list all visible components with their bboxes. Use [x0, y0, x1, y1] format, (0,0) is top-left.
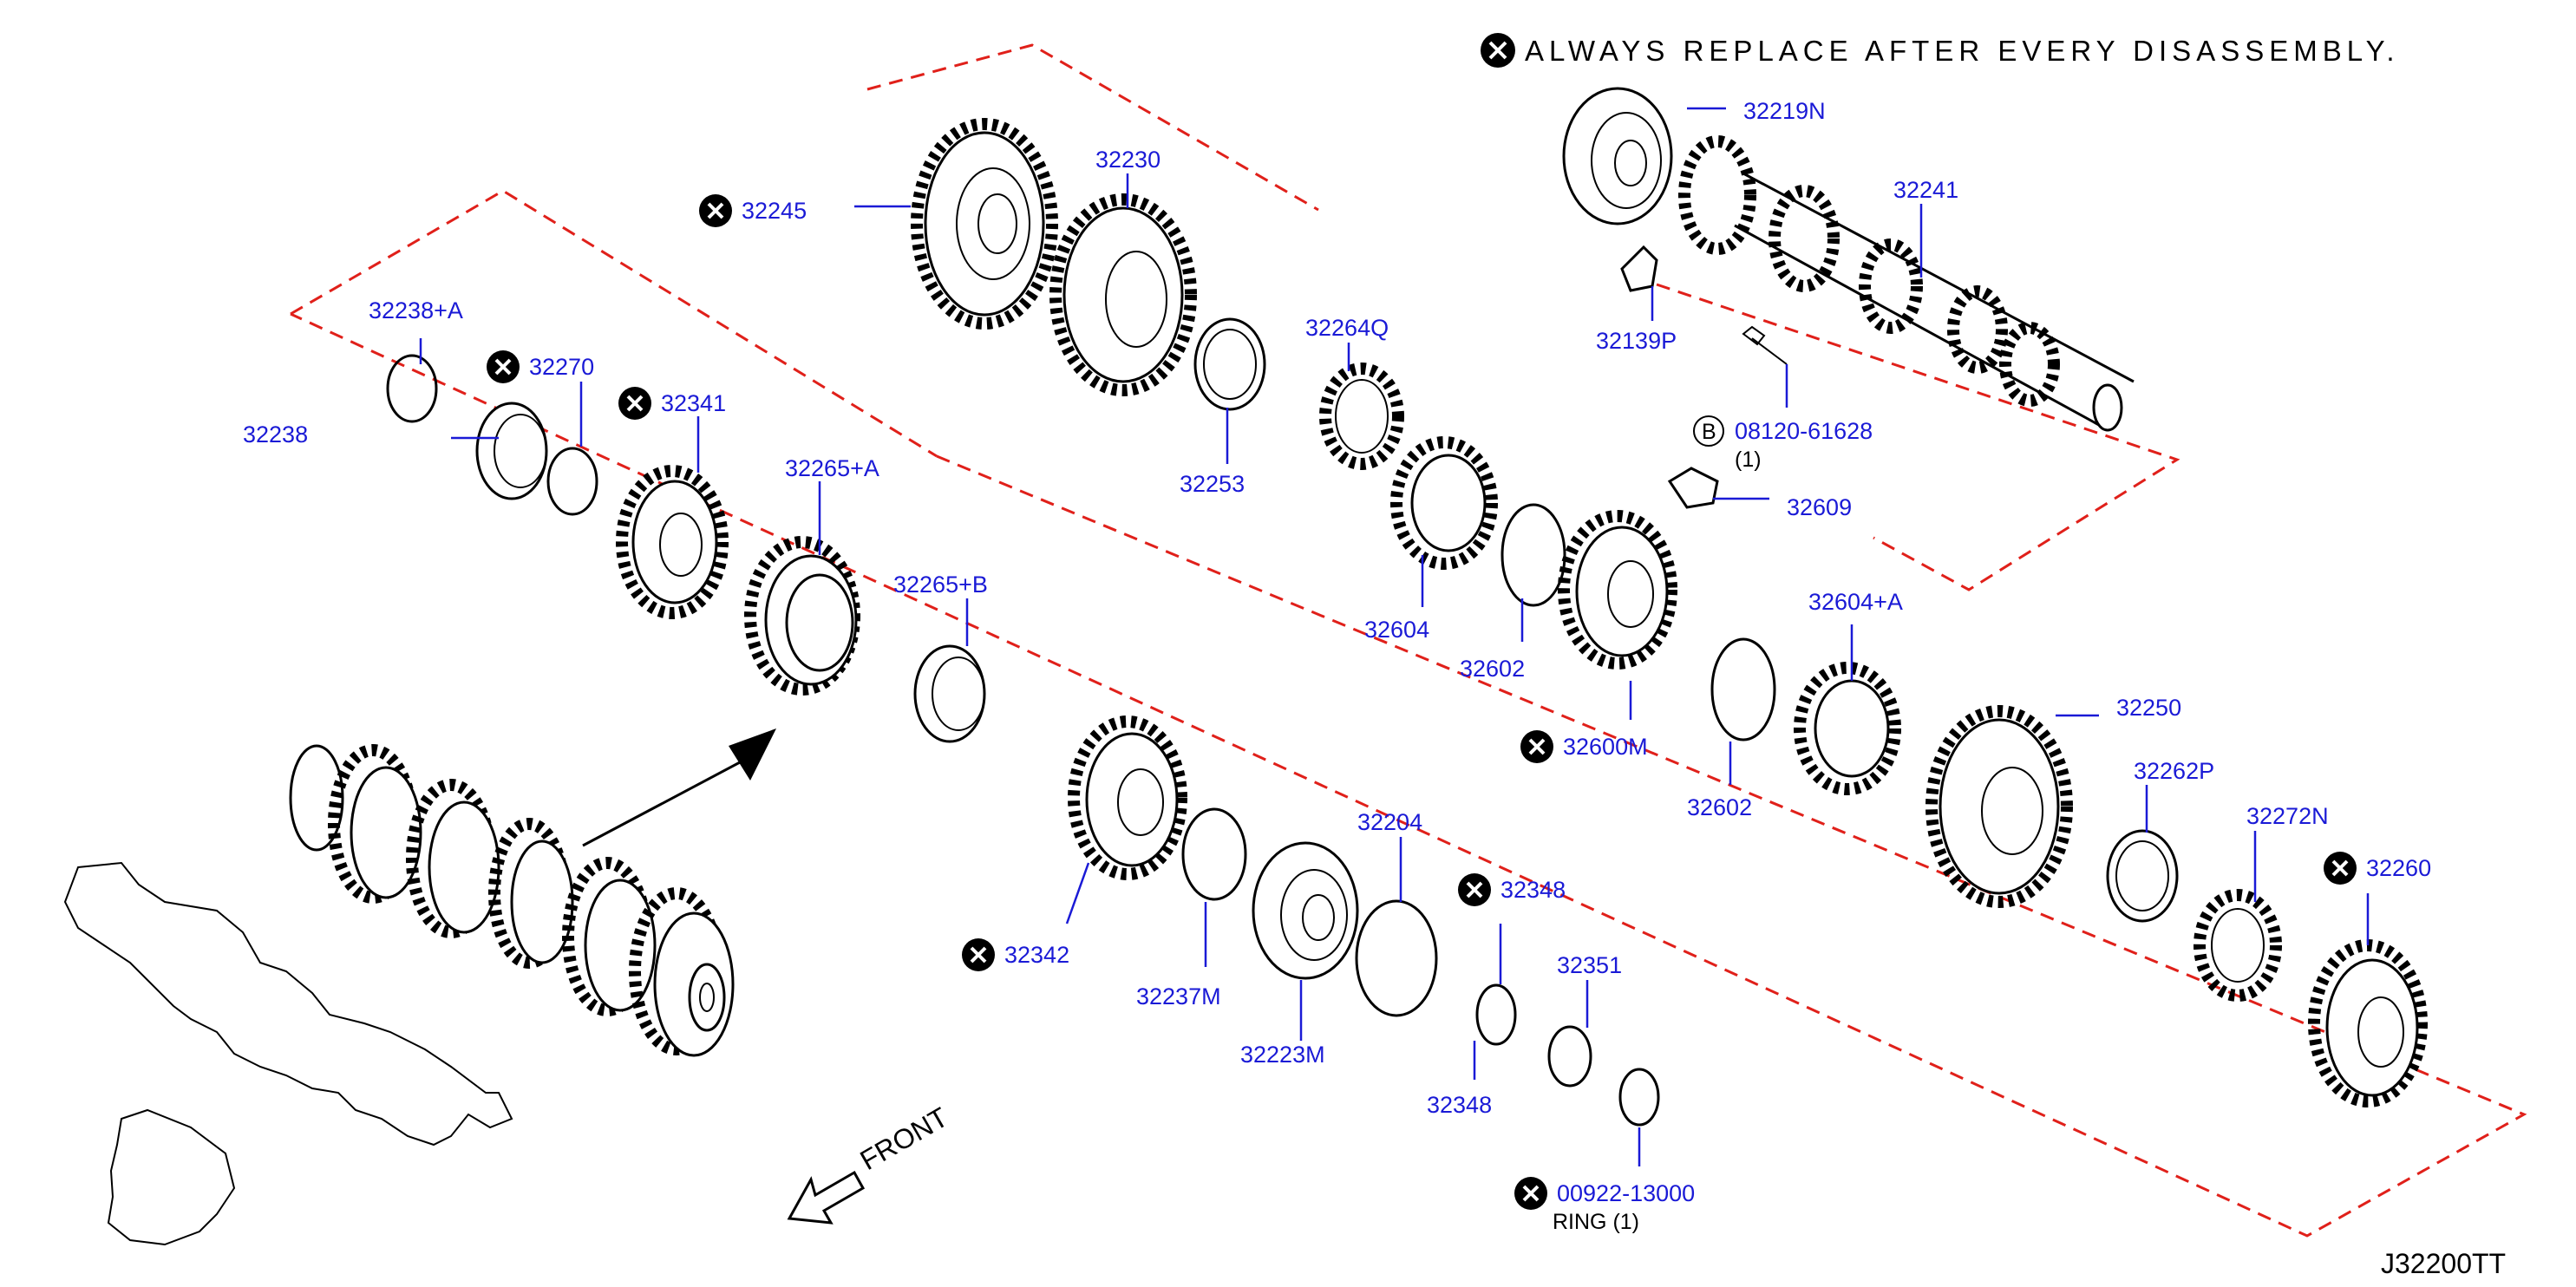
- part-number[interactable]: 32265+A: [785, 455, 879, 481]
- part-number[interactable]: 00922-13000: [1557, 1180, 1695, 1206]
- part-label-32230[interactable]: 32230: [1095, 147, 1161, 173]
- part-number[interactable]: 32602: [1687, 794, 1752, 820]
- part-label-32250[interactable]: 32250: [2116, 695, 2181, 721]
- part-number[interactable]: 32348: [1427, 1092, 1492, 1118]
- part-number[interactable]: 32204: [1357, 809, 1422, 835]
- main-shaft-assembly-drawing: [63, 744, 735, 1246]
- part-label-32265-b[interactable]: 32265+B: [893, 572, 988, 598]
- part-label-32348[interactable]: 32348: [1458, 873, 1566, 906]
- part-label-32600m[interactable]: 32600M: [1520, 730, 1648, 763]
- part-label-32139p[interactable]: 32139P: [1596, 328, 1677, 354]
- part-number[interactable]: 32250: [2116, 695, 2181, 721]
- part-drawings: [386, 87, 2428, 1127]
- part-label-32342[interactable]: 32342: [962, 938, 1069, 971]
- part-number[interactable]: 32264Q: [1305, 315, 1389, 341]
- part-label-32604-a[interactable]: 32604+A: [1808, 589, 1903, 615]
- part-number[interactable]: 08120-61628: [1735, 418, 1873, 444]
- bolt-prefix-icon: [1693, 415, 1724, 447]
- part-number[interactable]: 32348: [1500, 877, 1566, 903]
- part-number[interactable]: 32260: [2366, 855, 2431, 881]
- bolt-prefix-letter: B: [1702, 420, 1716, 444]
- leader-lines: [419, 107, 2370, 1166]
- replace-note: ALWAYS REPLACE AFTER EVERY DISASSEMBLY.: [1481, 33, 2400, 68]
- part-number[interactable]: 32341: [661, 390, 726, 416]
- part-number[interactable]: 32219N: [1743, 98, 1826, 124]
- part-number[interactable]: 32265+B: [893, 572, 988, 598]
- part-number[interactable]: 32342: [1004, 942, 1069, 968]
- part-label-32241[interactable]: 32241: [1893, 177, 1958, 203]
- part-label-32245[interactable]: 32245: [699, 194, 807, 227]
- part-number[interactable]: 32262P: [2134, 758, 2214, 784]
- part-number[interactable]: 32604: [1364, 617, 1429, 643]
- part-label-32265-a[interactable]: 32265+A: [785, 455, 879, 481]
- part-number[interactable]: 32270: [529, 354, 594, 380]
- part-label-32204[interactable]: 32204: [1357, 809, 1422, 835]
- part-number[interactable]: 32245: [742, 198, 807, 224]
- part-number[interactable]: 32253: [1180, 471, 1245, 497]
- diagram-code: J32200TT: [2381, 1248, 2506, 1279]
- part-sub-info: (1): [1735, 448, 1762, 472]
- part-number[interactable]: 32351: [1557, 952, 1622, 978]
- part-number[interactable]: 32223M: [1240, 1042, 1325, 1068]
- part-label-32272n[interactable]: 32272N: [2246, 803, 2329, 829]
- part-number[interactable]: 32272N: [2246, 803, 2329, 829]
- part-number[interactable]: 32238+A: [369, 297, 463, 323]
- part-label-32238-a[interactable]: 32238+A: [369, 297, 463, 323]
- part-label-32602[interactable]: 32602: [1687, 794, 1752, 820]
- part-number[interactable]: 32238: [243, 421, 308, 448]
- part-label-32341[interactable]: 32341: [618, 387, 726, 420]
- part-sub-info: RING (1): [1553, 1210, 1639, 1234]
- front-label: FRONT: [855, 1101, 953, 1176]
- part-label-32264q[interactable]: 32264Q: [1305, 315, 1389, 341]
- part-number[interactable]: 32139P: [1596, 328, 1677, 354]
- part-label-32602[interactable]: 32602: [1460, 656, 1525, 682]
- boundary-lines: [290, 43, 2527, 1238]
- part-number[interactable]: 32602: [1460, 656, 1525, 682]
- part-label-08120-61628[interactable]: B 08120-61628 (1): [1693, 415, 1873, 472]
- part-number[interactable]: 32230: [1095, 147, 1161, 173]
- part-label-32351[interactable]: 32351: [1557, 952, 1622, 978]
- part-label-32270[interactable]: 32270: [487, 350, 594, 383]
- part-label-32260[interactable]: 32260: [2324, 852, 2431, 885]
- replace-note-text: ALWAYS REPLACE AFTER EVERY DISASSEMBLY.: [1525, 35, 2400, 67]
- part-number[interactable]: 32600M: [1563, 734, 1648, 760]
- part-label-32262p[interactable]: 32262P: [2134, 758, 2214, 784]
- part-labels: ALWAYS REPLACE AFTER EVERY DISASSEMBLY.: [1481, 33, 2400, 68]
- part-label-32609[interactable]: 32609: [1787, 494, 1852, 520]
- front-indicator: FRONT: [787, 1101, 953, 1225]
- part-label-32348[interactable]: 32348: [1427, 1092, 1492, 1118]
- part-label-32223m[interactable]: 32223M: [1240, 1042, 1325, 1068]
- part-number[interactable]: 32241: [1893, 177, 1958, 203]
- part-number[interactable]: 32604+A: [1808, 589, 1903, 615]
- part-label-32237m[interactable]: 32237M: [1136, 983, 1221, 1009]
- part-label-32219n[interactable]: 32219N: [1743, 98, 1826, 124]
- direction-arrow: [582, 728, 776, 847]
- part-label-32604[interactable]: 32604: [1364, 617, 1429, 643]
- part-label-32238[interactable]: 32238: [243, 421, 308, 448]
- part-number[interactable]: 32237M: [1136, 983, 1221, 1009]
- part-label-32253[interactable]: 32253: [1180, 471, 1245, 497]
- part-number[interactable]: 32609: [1787, 494, 1852, 520]
